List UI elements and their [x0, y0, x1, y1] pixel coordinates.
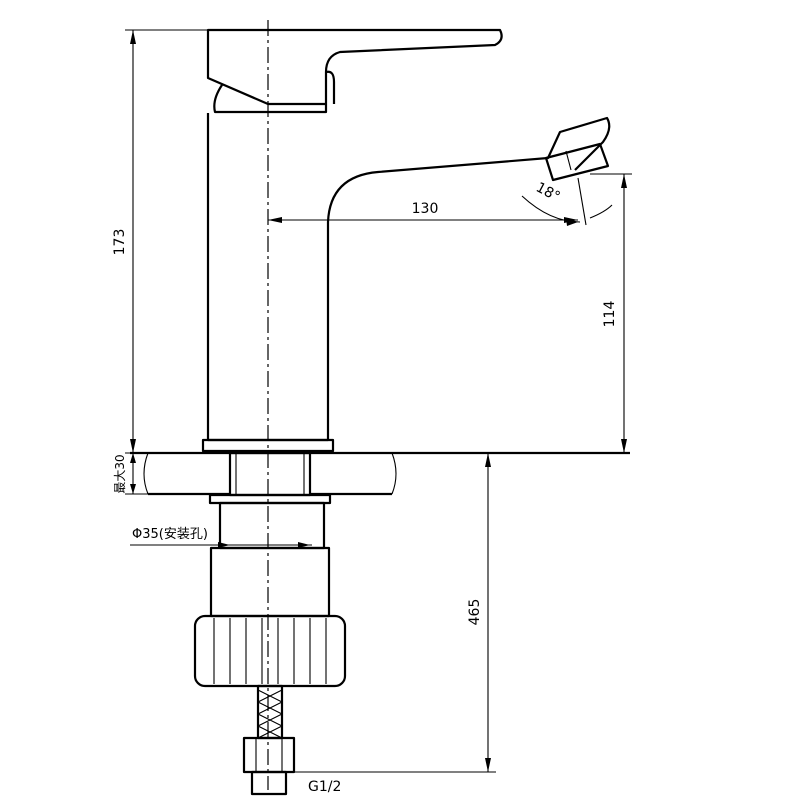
- dim-18-deg: 18°: [533, 180, 562, 206]
- deck-break-right: [391, 452, 397, 495]
- arrow-phi35-right: [298, 542, 310, 548]
- fixing-sleeve: [218, 501, 326, 550]
- arrow-130-left: [268, 217, 282, 223]
- angle-arc-right: [589, 204, 613, 219]
- hose-braid: [257, 689, 283, 739]
- arrow-173-bottom: [130, 439, 136, 453]
- threaded-shank: [228, 451, 312, 497]
- dim-114: 114: [602, 301, 618, 328]
- arrow-30-top: [130, 453, 136, 463]
- lower-body: [209, 546, 331, 618]
- hose-nut: [242, 736, 296, 774]
- washer: [208, 493, 332, 505]
- dim-130: 130: [412, 201, 439, 217]
- arrow-465-bottom: [485, 758, 491, 772]
- arrow-465-top: [485, 453, 491, 467]
- dim-465: 465: [467, 599, 483, 626]
- angle-ref-line: [577, 177, 587, 226]
- aerator: [544, 142, 610, 182]
- deck-break-left: [143, 452, 149, 495]
- arrow-114-bottom: [621, 439, 627, 453]
- knurled-nut: [193, 614, 347, 688]
- aerator-ring: [565, 150, 572, 171]
- base-flange: [201, 438, 335, 453]
- knurl-grooves: [213, 618, 327, 684]
- cartridge-cap: [213, 84, 328, 114]
- dim-g12: G1/2: [308, 779, 341, 795]
- arrow-114-top: [621, 174, 627, 188]
- arrow-30-bottom: [130, 484, 136, 494]
- dim-max-30: 最大30: [113, 454, 127, 493]
- arrow-18: [566, 218, 578, 226]
- dim-phi35: Φ35(安装孔): [132, 527, 208, 542]
- lever-handle: [206, 28, 503, 106]
- faucet-body: [206, 113, 611, 442]
- arrow-phi35-left: [218, 542, 230, 548]
- hose-connector: [250, 770, 288, 796]
- lever-pivot: [325, 70, 336, 104]
- dim-173: 173: [112, 229, 128, 256]
- arrow-173-top: [130, 30, 136, 44]
